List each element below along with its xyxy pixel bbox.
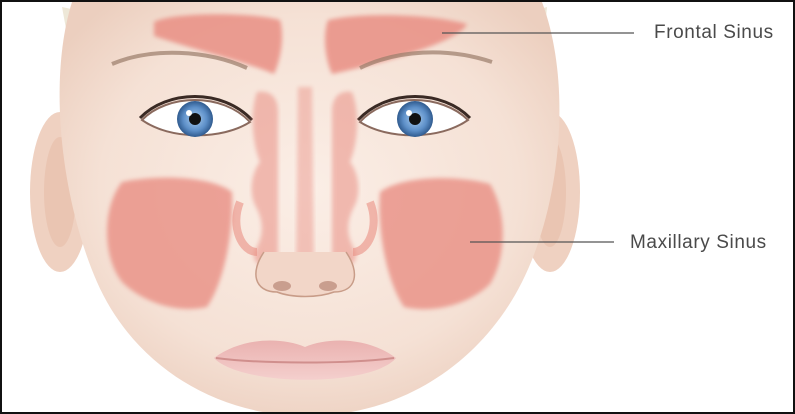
maxillary-sinus-label: Maxillary Sinus [630, 232, 767, 254]
nose [256, 252, 355, 297]
nasal-septum [296, 87, 314, 267]
frontal-sinus-label: Frontal Sinus [654, 22, 774, 44]
